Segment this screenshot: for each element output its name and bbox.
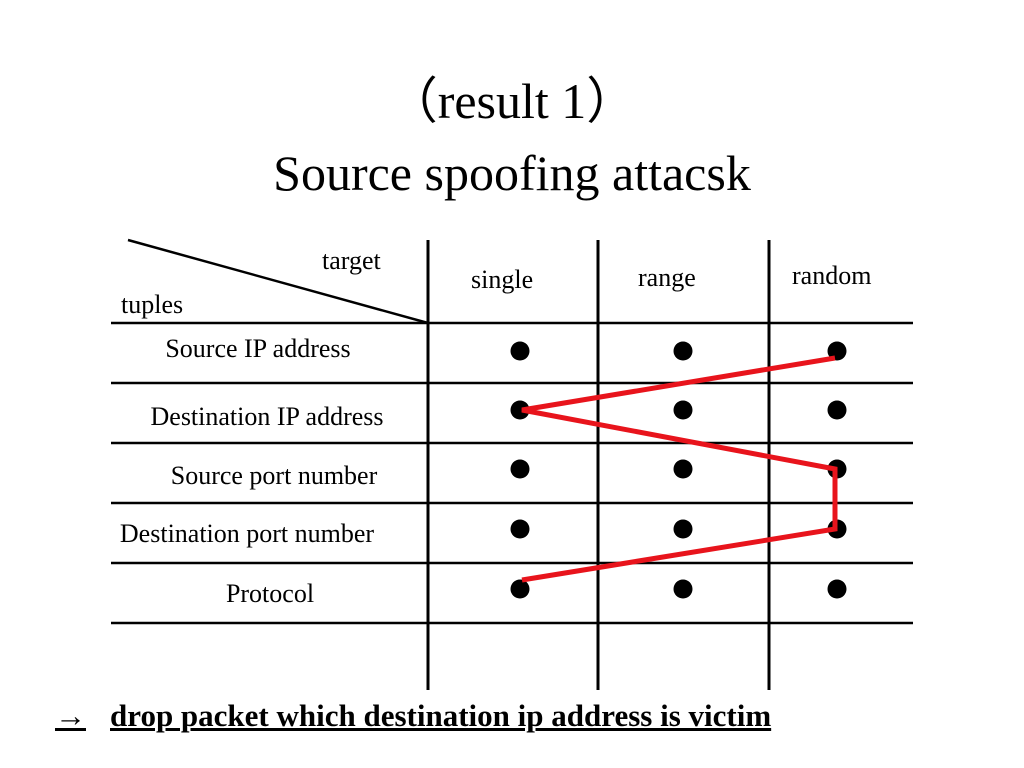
marker-dot xyxy=(673,341,693,361)
row-label-protocol: Protocol xyxy=(225,579,315,608)
row-label-destination-ip: Destination IP address xyxy=(150,402,384,431)
header-tuples-label: tuples xyxy=(121,290,184,319)
marker-dot xyxy=(673,519,693,539)
header-target-label: target xyxy=(322,246,381,275)
marker-dot xyxy=(827,341,847,361)
conclusion-text: → drop packet which destination ip addres… xyxy=(55,700,771,731)
marker-dot xyxy=(510,459,530,479)
marker-dot xyxy=(510,341,530,361)
row-label-source-ip: Source IP address xyxy=(165,334,351,363)
marker-dot xyxy=(673,579,693,599)
right-arrow-icon: → xyxy=(55,698,86,733)
column-header-single: single xyxy=(471,265,534,294)
marker-dot xyxy=(673,459,693,479)
marker-dot xyxy=(510,519,530,539)
header-diagonal-line xyxy=(127,238,429,325)
highlight-path xyxy=(521,355,838,583)
marker-dot xyxy=(510,400,530,420)
marker-dot xyxy=(827,579,847,599)
marker-dots xyxy=(510,341,847,599)
title-line-2: Source spoofing attacsk xyxy=(273,145,751,201)
column-header-random: random xyxy=(792,261,872,290)
conclusion-label: drop packet which destination ip address… xyxy=(110,698,772,733)
column-header-range: range xyxy=(638,263,696,292)
row-label-destination-port: Destination port number xyxy=(119,519,375,548)
marker-dot xyxy=(673,400,693,420)
row-label-source-port: Source port number xyxy=(170,461,378,490)
marker-dot xyxy=(510,579,530,599)
title-line-1: （result 1） xyxy=(387,73,637,129)
marker-dot xyxy=(827,400,847,420)
